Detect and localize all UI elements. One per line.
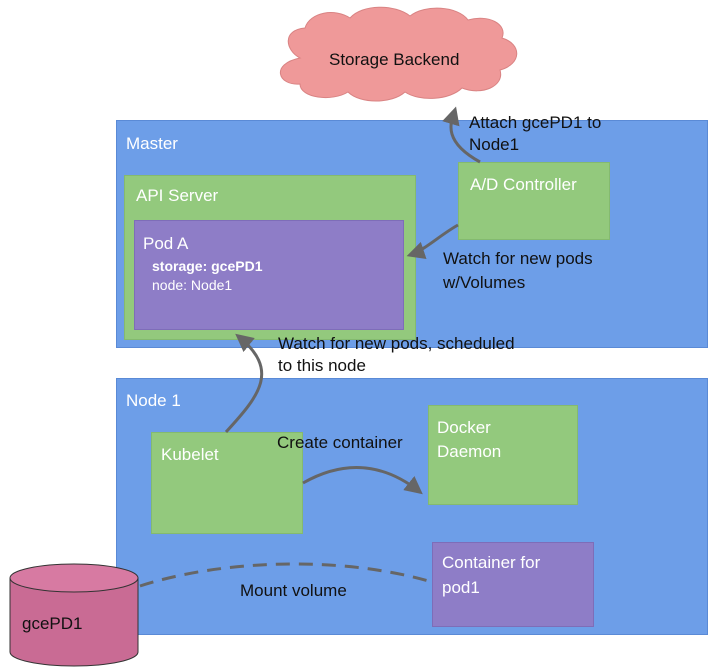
mount-volume-line xyxy=(139,562,433,588)
mount-volume-label: Mount volume xyxy=(240,581,347,600)
attach-arrow xyxy=(442,106,481,164)
ad-controller-label: A/D Controller xyxy=(470,175,577,194)
watch-volumes-arrow xyxy=(406,223,459,259)
pod-a-node: node: Node1 xyxy=(152,277,233,293)
node1-label: Node 1 xyxy=(126,391,181,410)
gcepd1-label: gcePD1 xyxy=(22,614,83,633)
ad-controller-box xyxy=(458,162,610,240)
watch-scheduled-line2: to this node xyxy=(278,356,366,375)
watch-volumes-line1: Watch for new pods xyxy=(443,249,593,268)
attach-annotation-line1: Attach gcePD1 to xyxy=(469,113,602,132)
create-container-arrow xyxy=(302,466,423,495)
storage-backend-label: Storage Backend xyxy=(329,50,460,69)
container-line2: pod1 xyxy=(442,578,480,597)
attach-annotation-line2: Node1 xyxy=(469,135,520,154)
docker-daemon-line2: Daemon xyxy=(437,442,502,461)
api-server-label: API Server xyxy=(136,186,219,205)
docker-daemon-line1: Docker xyxy=(437,418,491,437)
docker-daemon-box xyxy=(428,405,578,505)
watch-scheduled-line1: Watch for new pods, scheduled xyxy=(278,334,515,353)
pod-a-box xyxy=(134,220,404,330)
pod-a-storage: storage: gcePD1 xyxy=(152,258,263,274)
watch-scheduled-arrow xyxy=(224,333,264,434)
gcepd1-disk xyxy=(9,563,139,667)
storage-backend-cloud xyxy=(279,6,518,102)
kubelet-label: Kubelet xyxy=(161,445,219,464)
node1-region xyxy=(116,378,708,635)
master-label: Master xyxy=(126,134,178,153)
create-container-label: Create container xyxy=(277,433,403,452)
pod-a-label: Pod A xyxy=(143,234,189,253)
container-line1: Container for xyxy=(442,553,541,572)
watch-volumes-line2: w/Volumes xyxy=(443,273,526,292)
container-box xyxy=(432,542,594,627)
